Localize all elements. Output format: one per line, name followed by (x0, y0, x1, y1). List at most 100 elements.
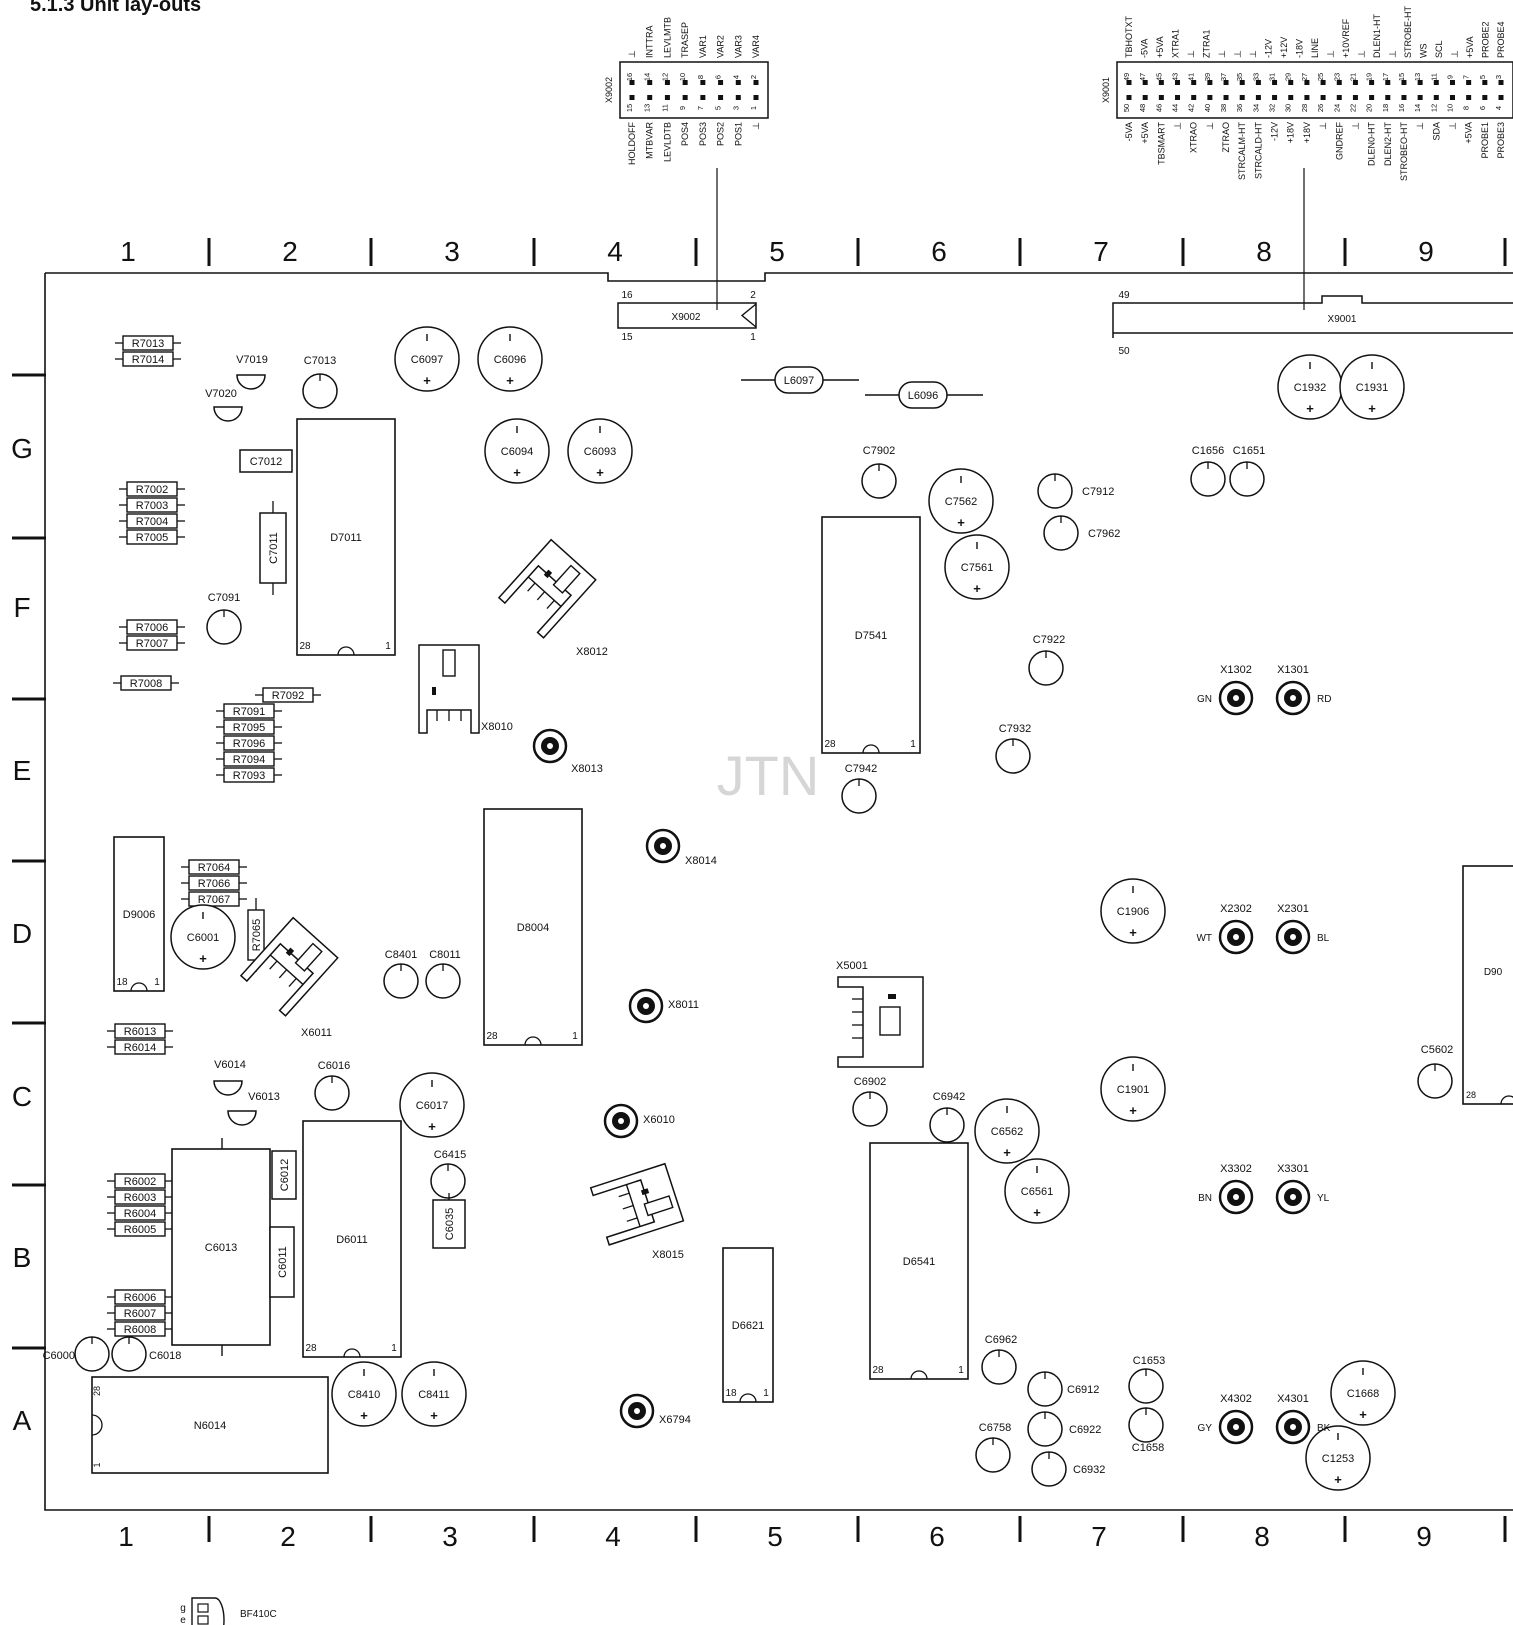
small-cap-c6912: C6912 (1027, 1371, 1099, 1407)
signal-label: ⊥ (1186, 50, 1196, 58)
cap-label: C7561 (961, 562, 993, 574)
cap-body (1100, 878, 1166, 944)
socket-label: X6011 (301, 1027, 332, 1039)
jack-color-label: WT (1196, 933, 1212, 944)
pin-number: 8 (696, 75, 705, 79)
inductor-label: L6096 (908, 390, 939, 402)
ic-body (171, 1148, 271, 1346)
pin-label: 28 (299, 641, 311, 652)
transistor-body (213, 1080, 243, 1096)
column-label-bottom: 9 (1416, 1521, 1432, 1552)
resistor-r6002: R6002 (107, 1173, 173, 1189)
small-cap-c8401: C8401 (383, 949, 419, 999)
column-label-top: 3 (444, 236, 460, 267)
pin-number: 28 (1300, 104, 1309, 112)
ic-label: D90 (1484, 967, 1503, 978)
plus-mark: + (1334, 1472, 1342, 1487)
small-cap-c6018: C6018 (111, 1336, 181, 1372)
jack-hole (1233, 695, 1239, 701)
header-pin (1158, 80, 1164, 85)
test-point-label: X8014 (685, 855, 717, 867)
transistor-body (236, 374, 266, 390)
transistor-body (213, 406, 243, 422)
header-pin (1466, 80, 1472, 85)
cap-label: C7902 (863, 445, 895, 457)
plus-mark: + (1368, 401, 1376, 416)
header-pin (1223, 80, 1229, 85)
pin1-notch (130, 982, 148, 992)
jack-name: X4302 (1220, 1393, 1252, 1405)
column-label-top: 2 (282, 236, 298, 267)
header-pin (1336, 80, 1342, 85)
plus-mark: + (1359, 1407, 1367, 1422)
plus-mark: + (199, 951, 207, 966)
resistor-r7066: R7066 (181, 875, 247, 891)
small-cap-c7962: C7962 (1043, 515, 1120, 551)
pin-number: 41 (1187, 73, 1196, 81)
pin-number: 46 (1154, 104, 1163, 112)
cap-body (1100, 1056, 1166, 1122)
pin-number: 48 (1138, 104, 1147, 112)
small-cap-c6922: C6922 (1027, 1411, 1101, 1447)
cap-body (331, 1361, 397, 1427)
header-pin (682, 95, 688, 100)
electrolytic-cap-c6096: C6096+ (477, 326, 543, 392)
cap-label: C6097 (411, 354, 443, 366)
cap-label: C1658 (1132, 1442, 1164, 1454)
pin-number: 42 (1187, 104, 1196, 112)
header-pin (647, 95, 653, 100)
electrolytic-cap-c1901: C1901+ (1100, 1056, 1166, 1122)
resistor-r6007: R6007 (107, 1305, 173, 1321)
header-pin (1304, 80, 1310, 85)
cap-label: C7011 (268, 532, 280, 564)
small-cap-c7912: C7912 (1037, 473, 1114, 509)
signal-label: DLEN0-HT (1367, 122, 1377, 167)
cap-body (477, 326, 543, 392)
pin-label: 28 (92, 1386, 102, 1396)
jack-hole (1290, 934, 1296, 940)
inductor-label: L6097 (784, 375, 815, 387)
column-label-bottom: 5 (767, 1521, 783, 1552)
resistor-label: R7096 (233, 738, 265, 750)
jack-name: X2302 (1220, 903, 1252, 915)
cap-label: C7922 (1033, 634, 1065, 646)
resistor-r6005: R6005 (107, 1221, 173, 1237)
signal-label: LEVLMTB (662, 17, 672, 58)
rect-cap-c7011: C7011 (259, 501, 287, 595)
signal-label: ⊥ (751, 122, 761, 130)
trace-line (278, 969, 288, 979)
socket-x8010: X8010 (418, 644, 513, 734)
signal-label: +12V (1279, 37, 1289, 58)
resistor-r7002: R7002 (119, 481, 185, 497)
inductor-body (898, 381, 948, 409)
small-cap-c7013: C7013 (302, 355, 338, 409)
header-pin (753, 95, 759, 100)
rect-cap-c6011: C6011 (269, 1226, 295, 1298)
transistor-label: V7020 (205, 388, 237, 400)
pin-number: 14 (643, 73, 652, 81)
header-pin (1369, 80, 1375, 85)
signal-label: -5VA (1124, 122, 1134, 141)
pin-number: 30 (1284, 104, 1293, 112)
resistor-r7064: R7064 (181, 859, 247, 875)
cap-label: C1901 (1117, 1084, 1149, 1096)
header-pin (1288, 80, 1294, 85)
header-pin (1126, 80, 1132, 85)
header-pin (682, 80, 688, 85)
plus-mark: + (360, 1408, 368, 1423)
signal-label: ⊥ (1350, 122, 1360, 130)
socket-body (418, 644, 480, 734)
header-pin (1385, 95, 1391, 100)
signal-label: STROBEO-HT (1399, 122, 1409, 182)
header-pin (700, 80, 706, 85)
header-pin (1417, 80, 1423, 85)
signal-label: STROBE-HT (1403, 5, 1413, 58)
column-label-top: 6 (931, 236, 947, 267)
plus-mark: + (513, 465, 521, 480)
header-pin (1175, 80, 1181, 85)
electrolytic-cap-c1932: C1932+ (1277, 354, 1343, 420)
signal-label: STRCALM-HT (1237, 121, 1247, 180)
